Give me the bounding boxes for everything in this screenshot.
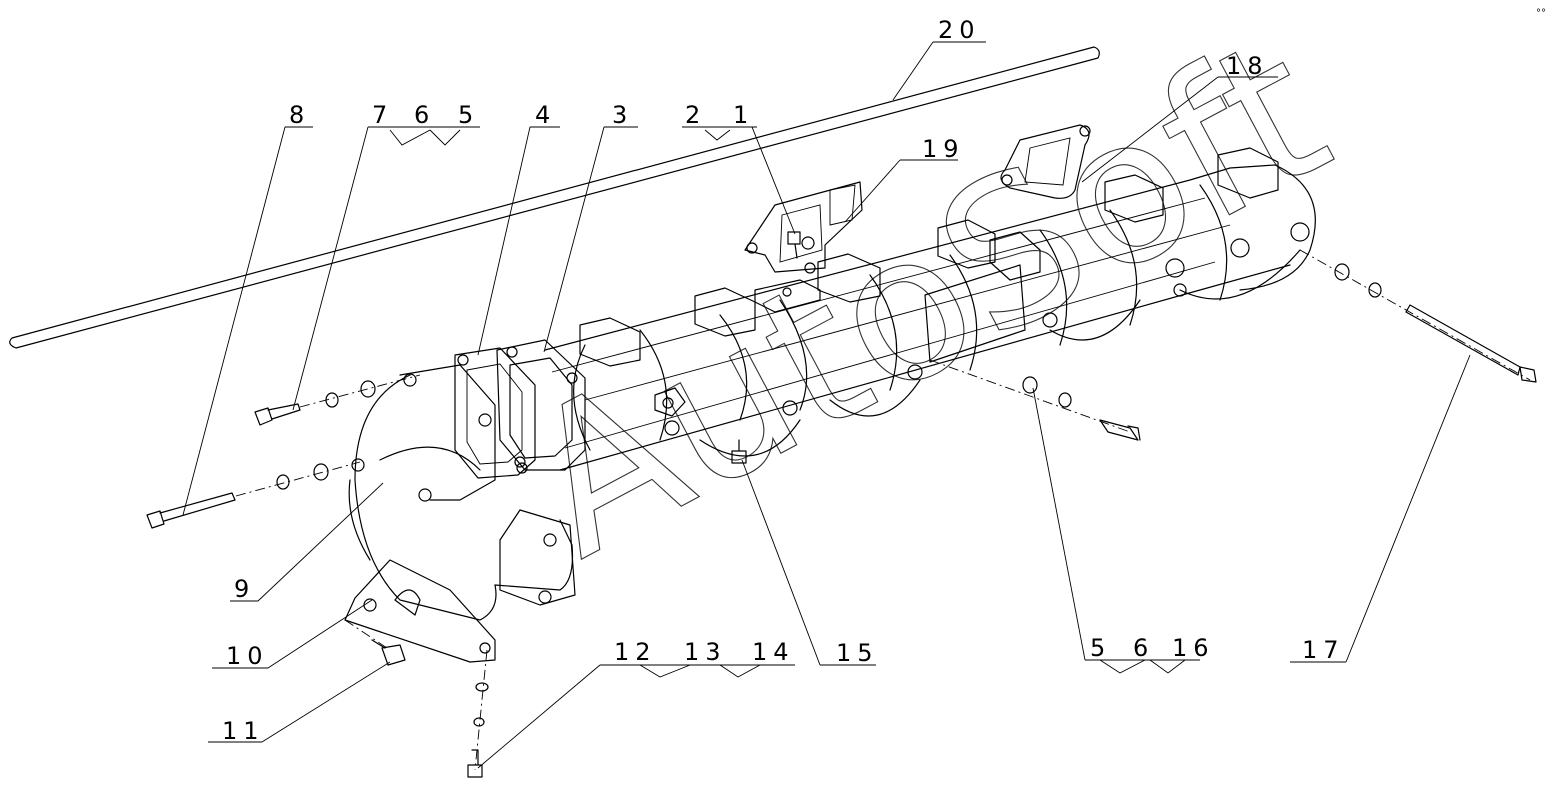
callout-14: 14	[752, 638, 795, 666]
bolt-part-17	[1299, 249, 1537, 383]
rod-part-20	[9, 46, 1100, 349]
leader-lines	[182, 41, 1471, 769]
callout-18: 18	[1226, 52, 1269, 80]
callout-1: 1	[733, 101, 754, 129]
callout-19: 19	[922, 135, 965, 163]
bolt-part-7	[254, 374, 421, 426]
callout-13: 13	[684, 638, 727, 666]
callout-15: 15	[836, 639, 879, 667]
callout-2: 2	[685, 101, 706, 129]
callout-5b: 5	[1090, 634, 1111, 662]
manifold-body	[496, 147, 1316, 471]
callout-20: 20	[938, 16, 981, 44]
callout-labels: 20 18 8 7 6 5 4 3 2 1 19 9 10 11 12 13 1…	[222, 16, 1345, 745]
bracket-part-10	[344, 559, 496, 663]
callout-10: 10	[226, 642, 269, 670]
callout-4: 4	[535, 101, 556, 129]
callout-17: 17	[1302, 636, 1345, 664]
elbow-part-9	[348, 364, 576, 621]
callout-11: 11	[222, 717, 265, 745]
watermark: AutoSoft	[493, 0, 1361, 602]
bolt-part-8	[146, 461, 361, 529]
callout-12: 12	[614, 638, 657, 666]
callout-9: 9	[234, 575, 255, 603]
corner-mark: °°	[1536, 8, 1546, 19]
plug-part-15	[731, 439, 747, 464]
callout-7: 7	[372, 101, 393, 129]
bolt-set-12-13-14	[467, 649, 489, 778]
callout-6b: 6	[1133, 634, 1154, 662]
gasket-part-18	[1000, 124, 1091, 199]
bolt-part-11	[344, 619, 406, 666]
callout-5: 5	[458, 101, 479, 129]
bolt-set-5-6-16	[929, 359, 1141, 441]
callout-8: 8	[289, 101, 310, 129]
gasket-part-19	[744, 181, 863, 274]
callout-6: 6	[414, 101, 435, 129]
callout-3: 3	[612, 101, 633, 129]
callout-16: 16	[1172, 634, 1215, 662]
